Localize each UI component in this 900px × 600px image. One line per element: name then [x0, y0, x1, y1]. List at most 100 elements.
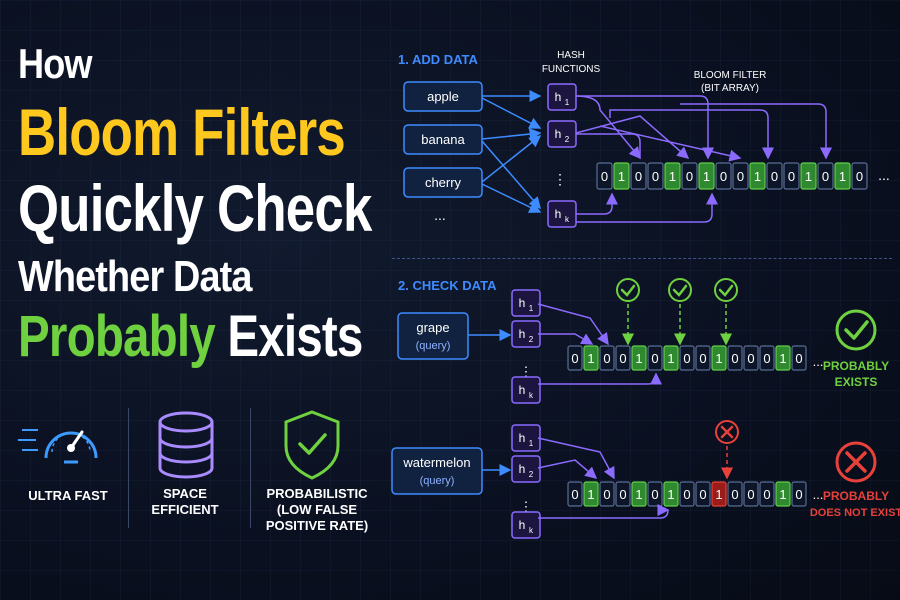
feature-label: POSITIVE RATE) — [265, 518, 369, 533]
hash-label: h — [555, 207, 562, 221]
speedometer-icon — [18, 429, 98, 464]
bit-cell: 1 — [775, 345, 791, 371]
result-does-not-exist: PROBABLY — [823, 489, 889, 503]
section-divider — [392, 258, 892, 259]
feature-divider — [128, 408, 129, 528]
bit-array-ellipsis: ... — [878, 167, 890, 183]
bit-value: 0 — [731, 351, 738, 366]
query-box: grape(query) — [397, 312, 469, 360]
data-item-label: cherry — [425, 175, 462, 190]
bit-value: 1 — [779, 351, 786, 366]
bit-cell: 1 — [613, 162, 630, 190]
bit-cell: 0 — [791, 345, 807, 371]
hash-subscript: 2 — [529, 335, 534, 344]
bit-value: 1 — [667, 351, 674, 366]
bit-cell: 0 — [647, 162, 664, 190]
bit-cell: 1 — [800, 162, 817, 190]
data-item-label: apple — [427, 89, 459, 104]
bit-cell: 0 — [647, 345, 663, 371]
bit-cell: 0 — [647, 481, 663, 507]
data-item-box: cherry — [403, 167, 483, 198]
bit-cell: 0 — [727, 481, 743, 507]
bit-cell: 1 — [749, 162, 766, 190]
check-circle-icon — [835, 309, 877, 351]
bit-cell: 1 — [663, 481, 679, 507]
data-item-box: banana — [403, 124, 483, 155]
bit-cell: 0 — [783, 162, 800, 190]
data-item-box: apple — [403, 81, 483, 112]
bit-value: 0 — [652, 169, 659, 184]
bit-value: 1 — [805, 169, 812, 184]
bit-cell: 0 — [715, 162, 732, 190]
hash-subscript: k — [529, 526, 534, 535]
bit-value: 0 — [571, 487, 578, 502]
bit-cell: 0 — [599, 345, 615, 371]
hash-subscript: 1 — [529, 304, 534, 313]
bit-cell: 1 — [698, 162, 715, 190]
bit-value: 1 — [587, 487, 594, 502]
bit-cell: 0 — [743, 345, 759, 371]
bit-value: 0 — [856, 169, 863, 184]
vertical-dots: ⋮ — [520, 364, 533, 379]
query-box: watermelon(query) — [391, 447, 483, 495]
bit-value: 0 — [603, 487, 610, 502]
bit-cell: 1 — [664, 162, 681, 190]
bit-cell: 1 — [583, 481, 599, 507]
bit-cell: 0 — [727, 345, 743, 371]
bit-value: 0 — [601, 169, 608, 184]
query-sub: (query) — [420, 475, 455, 487]
query-grape-arrows — [468, 303, 732, 385]
feature-label: (LOW FALSE — [276, 502, 358, 517]
bit-value: 0 — [771, 169, 778, 184]
result-does-not-exist: DOES NOT EXIST — [810, 507, 900, 519]
bit-cell: 1 — [631, 345, 647, 371]
hash-label: h — [519, 383, 526, 397]
bit-value: 1 — [715, 351, 722, 366]
bit-cell: 0 — [817, 162, 834, 190]
bit-cell: 0 — [596, 162, 613, 190]
bit-value: 1 — [839, 169, 846, 184]
query-sub: (query) — [416, 340, 451, 352]
bit-cell: 1 — [834, 162, 851, 190]
add-items: apple banana cherry — [403, 81, 483, 198]
bit-value: 1 — [754, 169, 761, 184]
bit-value: 0 — [619, 487, 626, 502]
vertical-dots: ⋮ — [520, 499, 533, 514]
bit-value: 0 — [619, 351, 626, 366]
bloom-filter-heading: (BIT ARRAY) — [701, 83, 759, 94]
hash-subscript: 1 — [529, 439, 534, 448]
bit-value: 1 — [779, 487, 786, 502]
bit-value: 1 — [635, 351, 642, 366]
bit-cell: 0 — [681, 162, 698, 190]
bit-cell: 0 — [791, 481, 807, 507]
feature-label: PROBABILISTIC — [266, 486, 368, 501]
hash-subscript: 2 — [565, 135, 570, 144]
database-icon — [158, 411, 214, 479]
add-arrows — [481, 90, 832, 223]
bit-value: 0 — [822, 169, 829, 184]
bit-cell: 1 — [711, 345, 727, 371]
bit-cell: 0 — [759, 345, 775, 371]
more-items: ... — [434, 207, 446, 223]
bit-value: 0 — [747, 487, 754, 502]
title-probably: Probably — [18, 304, 216, 369]
bit-value: 0 — [747, 351, 754, 366]
title-line-4: Whether Data — [18, 252, 252, 301]
title-exists: Exists — [214, 304, 363, 369]
hash-label: h — [555, 127, 562, 141]
bit-value: 1 — [635, 487, 642, 502]
hash-subscript: 2 — [529, 470, 534, 479]
bit-cell: 0 — [567, 345, 583, 371]
x-circle-icon — [715, 420, 739, 444]
hash-subscript: 1 — [565, 98, 570, 107]
bit-value: 0 — [737, 169, 744, 184]
bit-cell: 0 — [759, 481, 775, 507]
